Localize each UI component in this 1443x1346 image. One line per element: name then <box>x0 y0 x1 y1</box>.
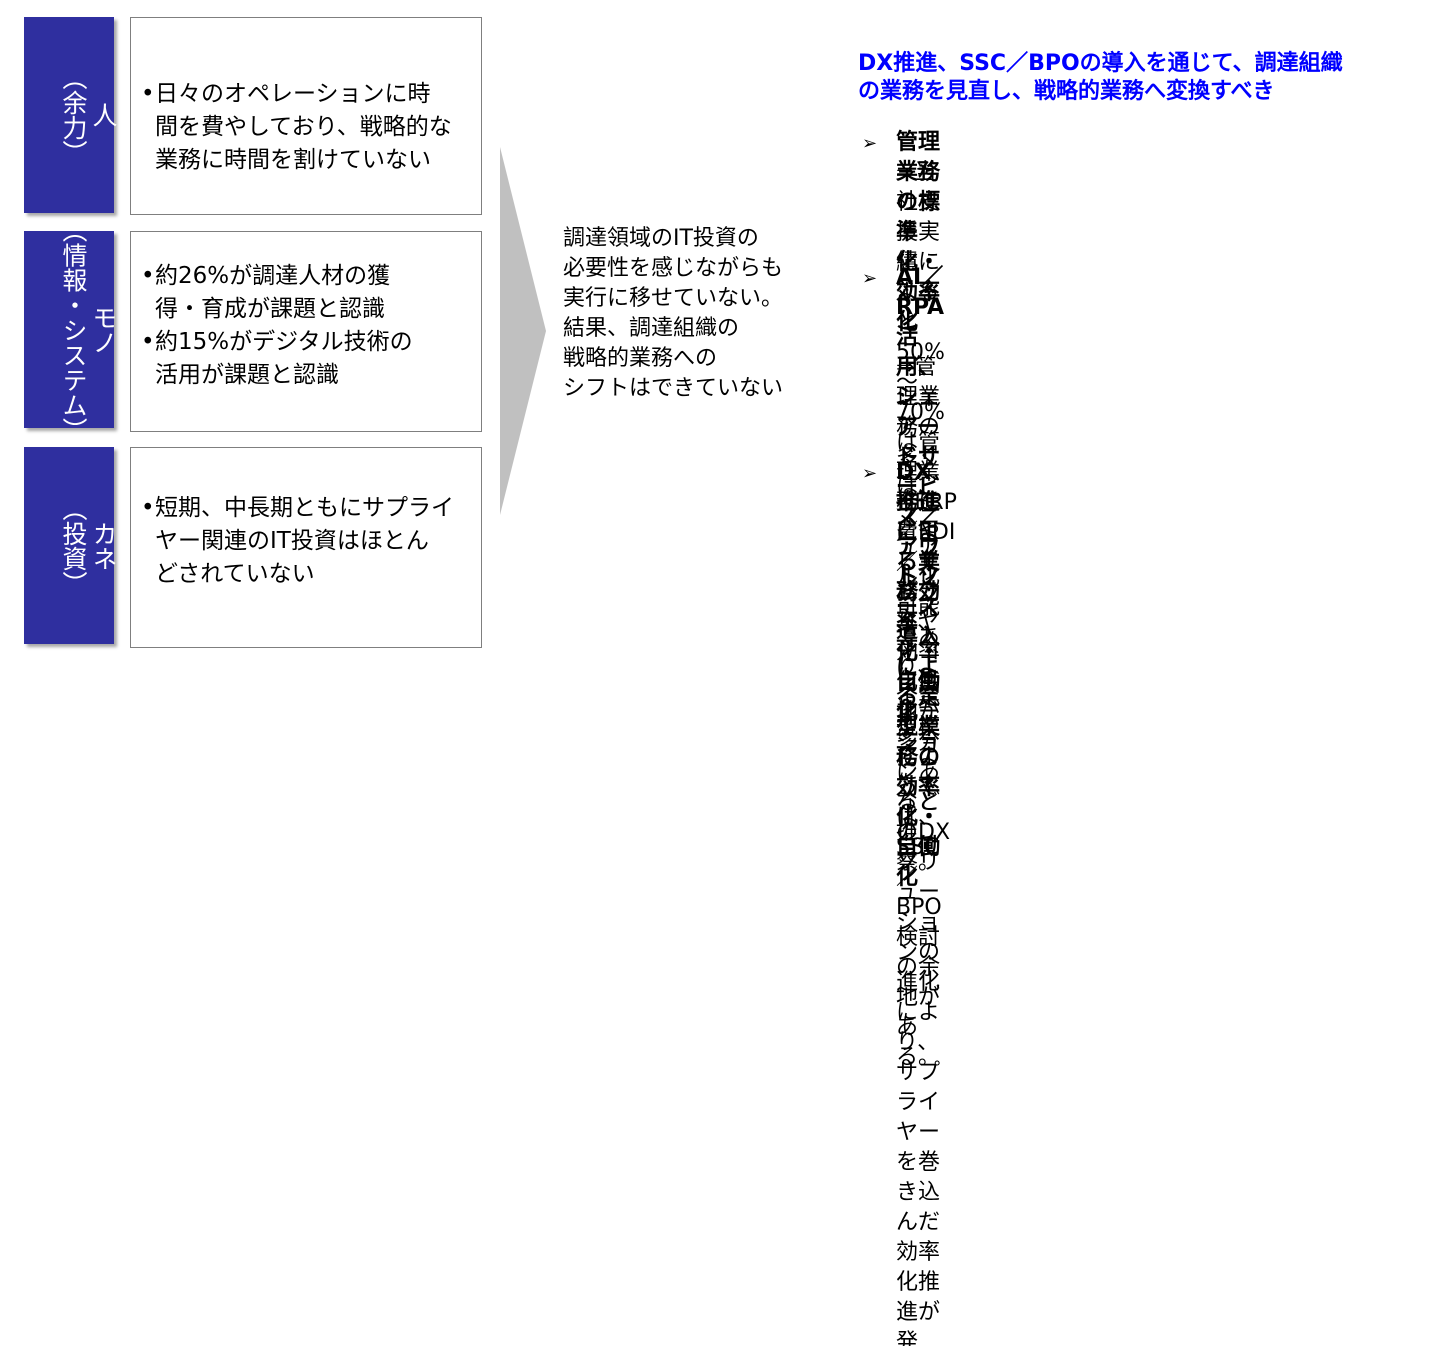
row-content-mono: 約26%が調達人材の獲 得・育成が課題と認識 約15%がデジタル技術の 活用が課… <box>130 231 482 432</box>
row-kane-bullets: 短期、中長期ともにサプライ ヤー関連のIT投資はほとん どされていない <box>141 492 454 591</box>
row-content-hito: 日々のオペレーションに時 間を費やしており、戦略的な 業務に時間を割けていない <box>130 17 482 215</box>
bullet-item: 約15%がデジタル技術の 活用が課題と認識 <box>141 326 413 392</box>
recommendation-item-body: ⇒ERP／EDI／サプライヤーコラボレーション などのDXソリューションの進化に… <box>896 490 957 1346</box>
row-content-kane: 短期、中長期ともにサプライ ヤー関連のIT投資はほとん どされていない <box>130 447 482 648</box>
recommendation-title: DX推進、SSC／BPOの導入を通じて、調達組織 の業務を見直し、戦略的業務へ変… <box>858 51 1343 104</box>
bullet-item: 約26%が調達人材の獲 得・育成が課題と認識 <box>141 260 413 326</box>
row-label-kane: カネ （投資） <box>24 447 118 644</box>
arrow-bullet-icon: ➢ <box>862 133 878 154</box>
row-label-kane-sub: （投資） <box>59 495 88 596</box>
chevron-arrow-icon <box>500 147 546 515</box>
row-label-hito: 人 （余力） <box>24 17 118 213</box>
row-label-mono: モノ （情報・システム） <box>24 217 118 442</box>
row-label-mono-sub: （情報・システム） <box>59 217 88 442</box>
recommendation-item-heading: 管理業務の標準化・効率化 <box>896 130 941 335</box>
row-mono-bullets: 約26%が調達人材の獲 得・育成が課題と認識 約15%がデジタル技術の 活用が課… <box>141 260 413 392</box>
arrow-bullet-icon: ➢ <box>862 268 878 289</box>
arrow-bullet-icon: ➢ <box>862 463 878 484</box>
bullet-item: 日々のオペレーションに時 間を費やしており、戦略的な 業務に時間を割けていない <box>141 78 452 177</box>
row-label-hito-main: 人 <box>89 102 118 128</box>
chevron-arrow-shape <box>500 147 546 515</box>
row-label-mono-main: モノ <box>89 304 118 355</box>
row-hito-bullets: 日々のオペレーションに時 間を費やしており、戦略的な 業務に時間を割けていない <box>141 78 452 177</box>
row-label-kane-main: カネ <box>89 520 118 571</box>
conclusion-text: 調達領域のIT投資の 必要性を感じながらも 実行に移せていない。 結果、調達組織… <box>563 226 784 401</box>
bullet-item: 短期、中長期ともにサプライ ヤー関連のIT投資はほとん どされていない <box>141 492 454 591</box>
row-label-hito-sub: （余力） <box>59 65 88 165</box>
